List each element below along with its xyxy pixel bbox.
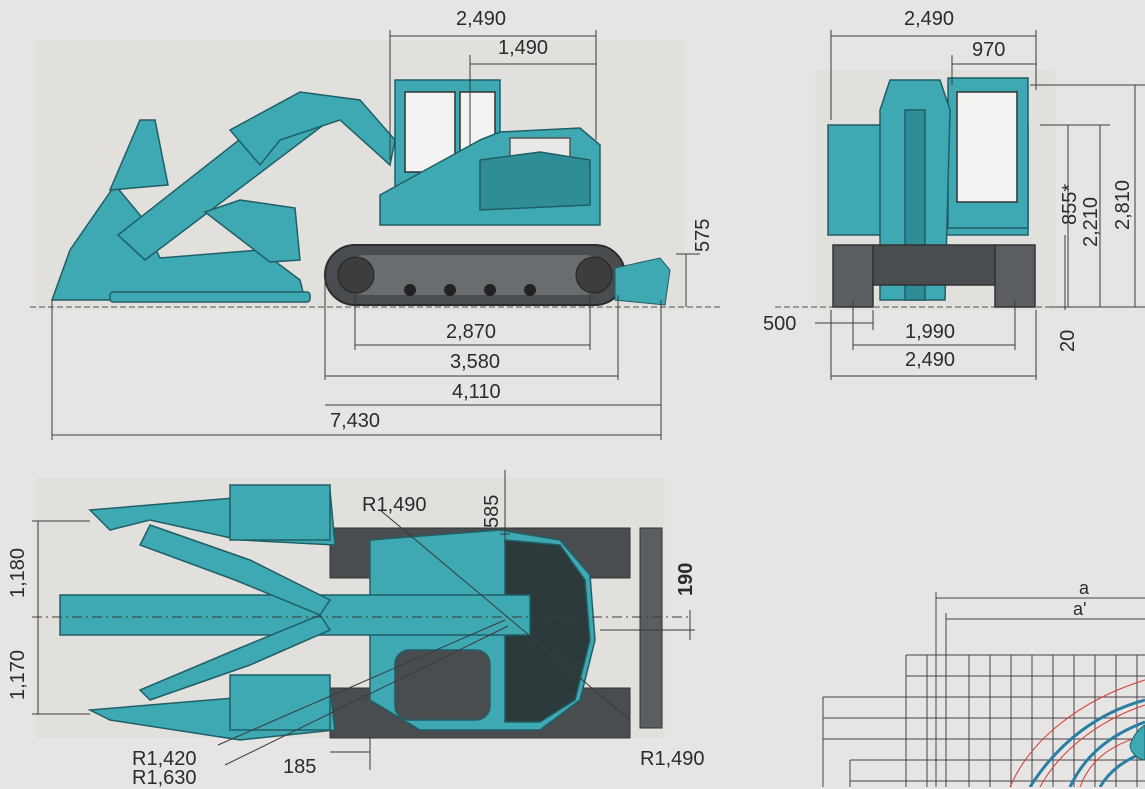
dim-blade-below-ground: 20 xyxy=(1057,329,1079,352)
dim-front-overall-width: 2,490 xyxy=(904,8,955,30)
excavator-front-body xyxy=(827,77,1036,308)
dim-swing-right: 1,170 xyxy=(7,649,29,700)
dim-boom-offset: 190 xyxy=(675,562,697,596)
range-label-a-prime: a' xyxy=(1073,599,1087,619)
dim-crawler-width: 2,490 xyxy=(905,349,956,371)
dim-radius-rear: R1,490 xyxy=(640,748,705,770)
top-view xyxy=(32,470,695,770)
dim-tail-offset: 585 xyxy=(481,494,503,528)
dim-tail-clearance: 185 xyxy=(283,756,317,778)
side-view-dimension-lines xyxy=(51,30,700,440)
range-label-a: a xyxy=(1079,578,1090,598)
dim-shoe-width: 500 xyxy=(763,313,797,335)
dim-radius-front-a: R1,420 xyxy=(132,748,197,770)
dim-overall-length: 7,430 xyxy=(330,410,381,432)
top-view-dimension-lines xyxy=(32,470,695,770)
dim-crawler-tumbler: 2,870 xyxy=(446,321,497,343)
dim-top-tail: 1,490 xyxy=(498,37,549,59)
dim-crawler-length: 3,580 xyxy=(450,351,501,373)
side-view xyxy=(30,30,720,440)
excavator-undercarriage xyxy=(324,244,671,306)
dim-top-overall: 2,490 xyxy=(456,8,507,30)
range-arcs xyxy=(1009,679,1145,787)
excavator-upper-structure xyxy=(379,79,601,226)
excavator-front-attachment xyxy=(50,91,396,303)
dim-cab-height-b: 2,810 xyxy=(1112,179,1134,230)
dim-radius-front-b: R1,630 xyxy=(132,767,197,789)
dim-swing-left: 1,180 xyxy=(7,547,29,598)
dim-blade-to-front: 4,110 xyxy=(452,381,501,403)
dim-swing-radius-top: R1,490 xyxy=(362,494,427,516)
dim-track-gauge: 1,990 xyxy=(905,321,956,343)
front-view xyxy=(775,30,1145,380)
dim-cab-width: 970 xyxy=(972,39,1006,61)
dim-cab-height-a: 2,210 xyxy=(1080,196,1102,247)
dim-blade-height: 575 xyxy=(692,218,714,252)
front-view-dimension-lines xyxy=(815,30,1145,380)
range-grid xyxy=(822,592,1145,787)
dim-ground-clearance: 855* xyxy=(1059,183,1081,225)
excavator-top-structure xyxy=(59,484,596,741)
working-range-diagram xyxy=(822,592,1145,787)
